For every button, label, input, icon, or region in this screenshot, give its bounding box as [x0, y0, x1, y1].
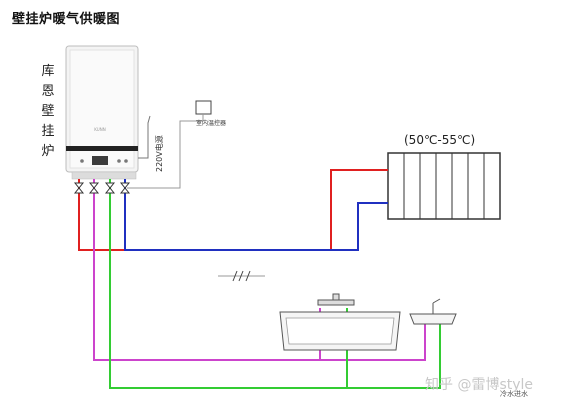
bathtub	[279, 293, 401, 351]
boiler-brand: KUNN	[94, 127, 105, 132]
radiator	[387, 152, 501, 220]
boiler-valves	[73, 182, 131, 194]
washbasin	[409, 298, 457, 325]
boiler-label-char: 库	[41, 64, 55, 79]
boiler-label-char: 挂	[41, 124, 55, 139]
boiler-label: 库 恩 壁 挂 炉	[38, 62, 58, 162]
gas-pipe	[218, 270, 265, 282]
thermostat-label: 室内温控器	[196, 119, 226, 127]
diagram-title: 壁挂炉暖气供暖图	[12, 12, 121, 27]
power-cable: 220V电源	[138, 115, 164, 172]
cold-water-pipe	[109, 179, 441, 389]
boiler-label-char: 炉	[41, 144, 55, 159]
thermostat: 室内温控器	[127, 100, 226, 189]
return-pipe	[124, 179, 388, 251]
power-label: 220V电源	[154, 135, 164, 172]
watermark: 知乎 @雷博style	[425, 377, 534, 393]
cold-water-inlet-label: 冷水进水	[500, 389, 528, 398]
boiler: KUNN	[65, 45, 139, 180]
hot-water-pipe-sink	[320, 324, 426, 361]
boiler-display	[92, 156, 108, 165]
boiler-label-char: 壁	[41, 104, 55, 119]
boiler-label-char: 恩	[41, 84, 55, 99]
radiator-temp-label: (50℃-55℃)	[404, 133, 476, 147]
